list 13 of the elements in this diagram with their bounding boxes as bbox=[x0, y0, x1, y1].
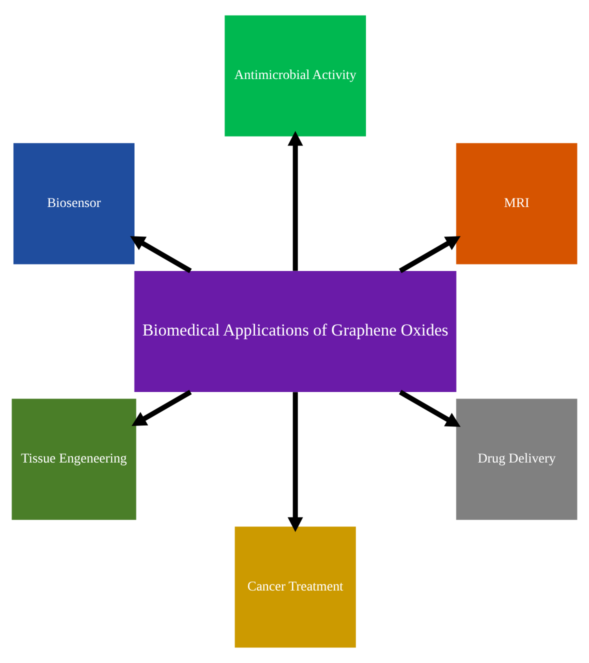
arrow bbox=[130, 236, 192, 274]
arrow bbox=[398, 236, 461, 274]
node-box: Tissue Engeneering bbox=[12, 398, 136, 520]
node-box: Drug Delivery bbox=[456, 398, 578, 520]
arrow bbox=[398, 390, 461, 427]
arrow bbox=[288, 131, 304, 271]
arrow bbox=[132, 390, 192, 426]
arrow bbox=[288, 392, 304, 532]
node-box: Antimicrobial Activity bbox=[224, 15, 366, 136]
node-box: MRI bbox=[456, 143, 578, 264]
node-box: Biomedical Applications of Graphene Oxides bbox=[134, 270, 456, 392]
node-box: Cancer Treatment bbox=[234, 526, 356, 648]
node-box: Biosensor bbox=[13, 143, 134, 264]
